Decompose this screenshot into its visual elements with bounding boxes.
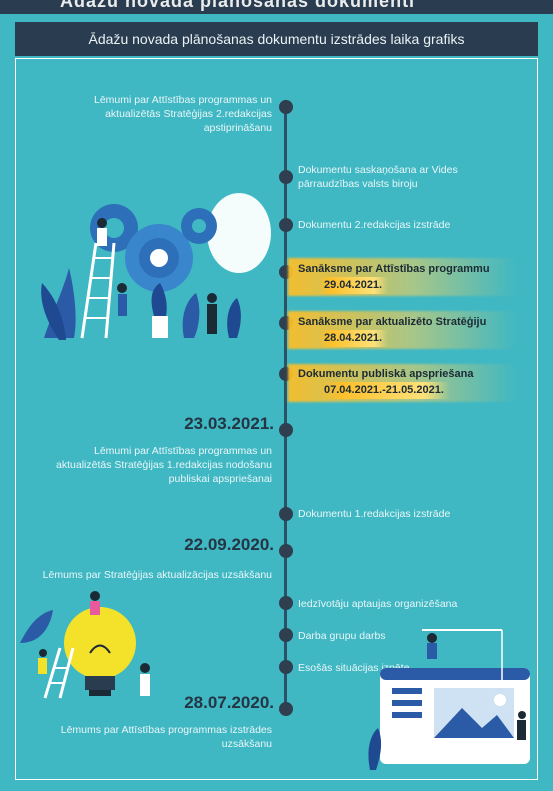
left-item-date: 22.09.2020. (184, 535, 274, 554)
right-item-text: Dokumentu 2.redakcijas izstrāde (298, 219, 451, 231)
leaf-icon (151, 283, 167, 316)
header-title: Ādažu novada plānošanas dokumentu izstrā… (88, 31, 465, 47)
left-item-date: 28.07.2020. (184, 693, 274, 712)
leaf-icon (41, 283, 66, 340)
person-icon (140, 663, 150, 696)
right-item-highlight: Sanāksme par aktualizēto Stratēģiju 28.0… (298, 315, 528, 347)
content-block (392, 712, 422, 718)
ladder-icon (80, 242, 116, 339)
left-item-text: Lēmums par Attīstības programmas izstrād… (60, 724, 272, 750)
person-icon (38, 649, 47, 674)
top-title-strip: Ādažu novada plānošanas dokumenti (0, 0, 553, 14)
person-icon (427, 633, 437, 659)
right-item-text: Sanāksme par Attīstības programmu (298, 263, 490, 275)
mountain-icon (434, 708, 514, 738)
cloud-shape (207, 193, 271, 273)
right-item-highlight: Dokumentu publiskā apspriešana 07.04.202… (298, 367, 538, 399)
leaf-icon (368, 728, 382, 770)
right-item-text: Iedzīvotāju aptaujas organizēšana (298, 598, 458, 610)
left-item-text: Lēmumi par Attīstības programmas un aktu… (94, 94, 272, 134)
gear-icon (181, 208, 217, 244)
timeline-dot (279, 628, 293, 642)
gears-illustration (41, 193, 271, 340)
left-item-text: Lēmumi par Attīstības programmas un aktu… (56, 445, 272, 485)
right-item-text: Dokumentu publiskā apspriešana (298, 368, 474, 380)
person-icon (97, 218, 107, 246)
content-frame (15, 58, 538, 780)
timeline-line (284, 100, 287, 710)
right-item-text: Darba grupu darbs (298, 630, 386, 642)
lightbulb-icon (64, 607, 136, 679)
leaf-icon (182, 293, 200, 338)
timeline-dot (279, 596, 293, 610)
content-block (392, 700, 422, 706)
top-title-text: Ādažu novada plānošanas dokumenti (60, 0, 416, 11)
person-icon (90, 591, 100, 615)
left-item-text: Lēmums par Stratēģijas aktualizācijas uz… (42, 569, 272, 581)
right-item-highlight: Sanāksme par Attīstības programmu 29.04.… (298, 262, 528, 294)
timeline-dot (279, 170, 293, 184)
web-building-illustration (368, 629, 530, 770)
leaf-icon (20, 610, 53, 643)
right-item-date: 29.04.2021. (318, 277, 389, 294)
timeline-dot (279, 423, 293, 437)
timeline-dot (279, 507, 293, 521)
person-icon (207, 293, 217, 334)
right-item-date: 07.04.2021.-21.05.2021. (318, 382, 450, 399)
sun-icon (494, 694, 506, 706)
lightbulb-illustration (20, 591, 150, 699)
browser-bar (380, 668, 530, 680)
left-item-date: 23.03.2021. (184, 414, 274, 433)
right-item-text: Sanāksme par aktualizēto Stratēģiju (298, 316, 487, 328)
header-banner: Ādažu novada plānošanas dokumentu izstrā… (15, 22, 538, 56)
right-item-text: Dokumentu saskaņošana ar Vides pārraudzī… (298, 164, 458, 190)
person-icon (517, 711, 526, 740)
right-item-text: Dokumentu 1.redakcijas izstrāde (298, 508, 451, 520)
timeline-dot (279, 702, 293, 716)
bulb-base (89, 690, 111, 696)
pot-icon (152, 316, 168, 338)
timeline-dot (279, 218, 293, 232)
timeline-dot (279, 660, 293, 674)
person-icon (117, 283, 127, 316)
timeline-dot (279, 100, 293, 114)
content-block (392, 688, 422, 694)
gear-icon (125, 224, 193, 292)
bulb-base (85, 676, 115, 690)
filament-icon (89, 644, 111, 654)
timeline-dot (279, 544, 293, 558)
leaf-icon (227, 298, 241, 338)
right-item-date: 28.04.2021. (318, 330, 389, 347)
ladder-icon (43, 647, 75, 699)
